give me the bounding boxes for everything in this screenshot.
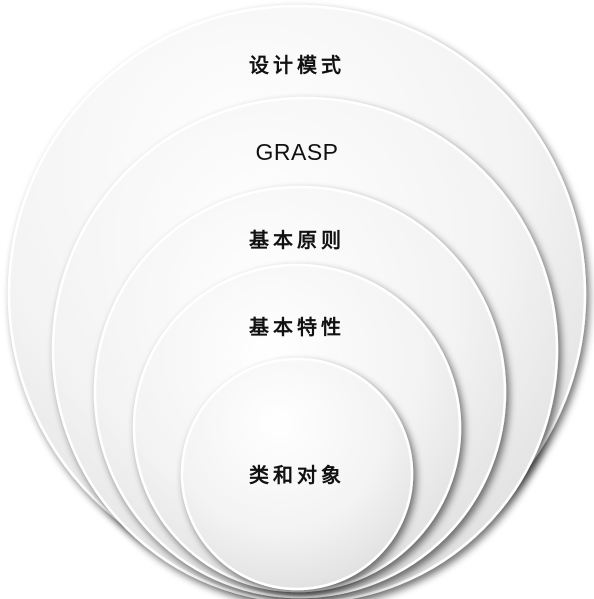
label-grasp: GRASP bbox=[255, 139, 338, 165]
label-basic-characteristics: 基本特性 bbox=[249, 315, 345, 339]
label-basic-principles: 基本原则 bbox=[249, 228, 345, 252]
label-classes-and-objects: 类和对象 bbox=[249, 463, 345, 487]
ring-classes-and-objects bbox=[180, 357, 414, 591]
layer-classes-and-objects: 类和对象 bbox=[180, 357, 414, 591]
label-design-patterns: 设计模式 bbox=[249, 53, 345, 77]
